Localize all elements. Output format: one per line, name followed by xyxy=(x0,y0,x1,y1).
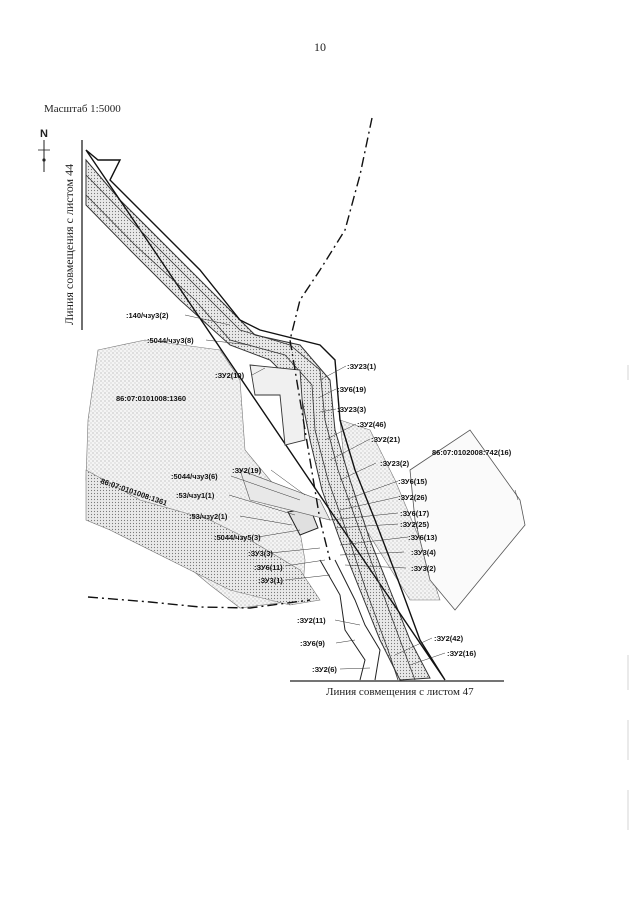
label-zu6-17: :ЗУ6(17) xyxy=(400,509,430,518)
south-channel-line-2 xyxy=(319,559,366,681)
label-zu23-3: :ЗУ23(3) xyxy=(337,405,367,414)
label-zu6-19: :ЗУ6(19) xyxy=(337,385,367,394)
corridor-outer-boundary xyxy=(85,149,446,681)
label-zu6-13: :ЗУ6(13) xyxy=(408,533,438,542)
north-label: N xyxy=(40,128,48,140)
label-5044-chzu3-6: :5044/чзу3(6) xyxy=(171,472,218,481)
dash-dot-boundary-south xyxy=(87,596,311,609)
south-channel-line xyxy=(334,559,381,681)
label-zu2-16: :ЗУ2(16) xyxy=(447,649,477,658)
page-number: 10 xyxy=(314,40,326,54)
label-53-chzu1-1: :53/чзу1(1) xyxy=(176,491,215,500)
label-zu23-2: :ЗУ23(2) xyxy=(380,459,410,468)
corridor-inner-line-1 xyxy=(85,174,416,681)
label-zu2-26: :ЗУ2(26) xyxy=(398,493,428,502)
label-zu3-2: :ЗУ3(2) xyxy=(411,564,436,573)
label-parcel-1360: 86:07:0101008:1360 xyxy=(116,394,186,403)
bottom-match-line-label: Линия совмещения с листом 47 xyxy=(326,686,474,698)
label-zu2-21: :ЗУ2(21) xyxy=(371,435,401,444)
label-zu2-46: :ЗУ2(46) xyxy=(357,420,387,429)
label-zu2-42: :ЗУ2(42) xyxy=(434,634,464,643)
dash-dot-boundary-north xyxy=(289,117,373,561)
label-zu6-11: :ЗУ6(11) xyxy=(254,563,283,572)
label-5044-chzu3-8: :5044/чзу3(8) xyxy=(147,336,194,345)
label-zu6-15: :ЗУ6(15) xyxy=(398,477,428,486)
label-zu3-4: :ЗУ3(4) xyxy=(411,548,436,557)
label-zu2-19: :ЗУ2(19) xyxy=(232,466,262,475)
north-arrow-icon xyxy=(38,140,50,172)
label-140-chzu3-2: :140/чзу3(2) xyxy=(126,311,169,320)
label-zu3-3: :ЗУ3(3) xyxy=(248,549,273,558)
scale-label: Масштаб 1:5000 xyxy=(44,103,121,115)
corridor-inner-line-2 xyxy=(85,194,399,681)
parcel-1361-area xyxy=(85,469,321,606)
label-zu3-1: :ЗУ3(1) xyxy=(258,576,283,585)
label-5044-chzu5-3: :5044/чзу5(3) xyxy=(214,533,261,542)
label-53-chzu2-1: :53/чзу2(1) xyxy=(189,512,228,521)
site-structure-1 xyxy=(249,364,306,446)
label-zu2-11: :ЗУ2(11) xyxy=(297,616,326,625)
label-zu2-25: :ЗУ2(25) xyxy=(400,520,430,529)
label-parcel-742: 86:07:0102008:742(16) xyxy=(432,448,512,457)
label-zu23-1: :ЗУ23(1) xyxy=(347,362,377,371)
label-zu2-10: :ЗУ2(10) xyxy=(215,371,245,380)
leader-lines xyxy=(184,314,519,670)
label-zu6-9: :ЗУ6(9) xyxy=(300,639,325,648)
label-zu2-6: :ЗУ2(6) xyxy=(312,665,337,674)
parcel-742-outline xyxy=(409,429,526,611)
